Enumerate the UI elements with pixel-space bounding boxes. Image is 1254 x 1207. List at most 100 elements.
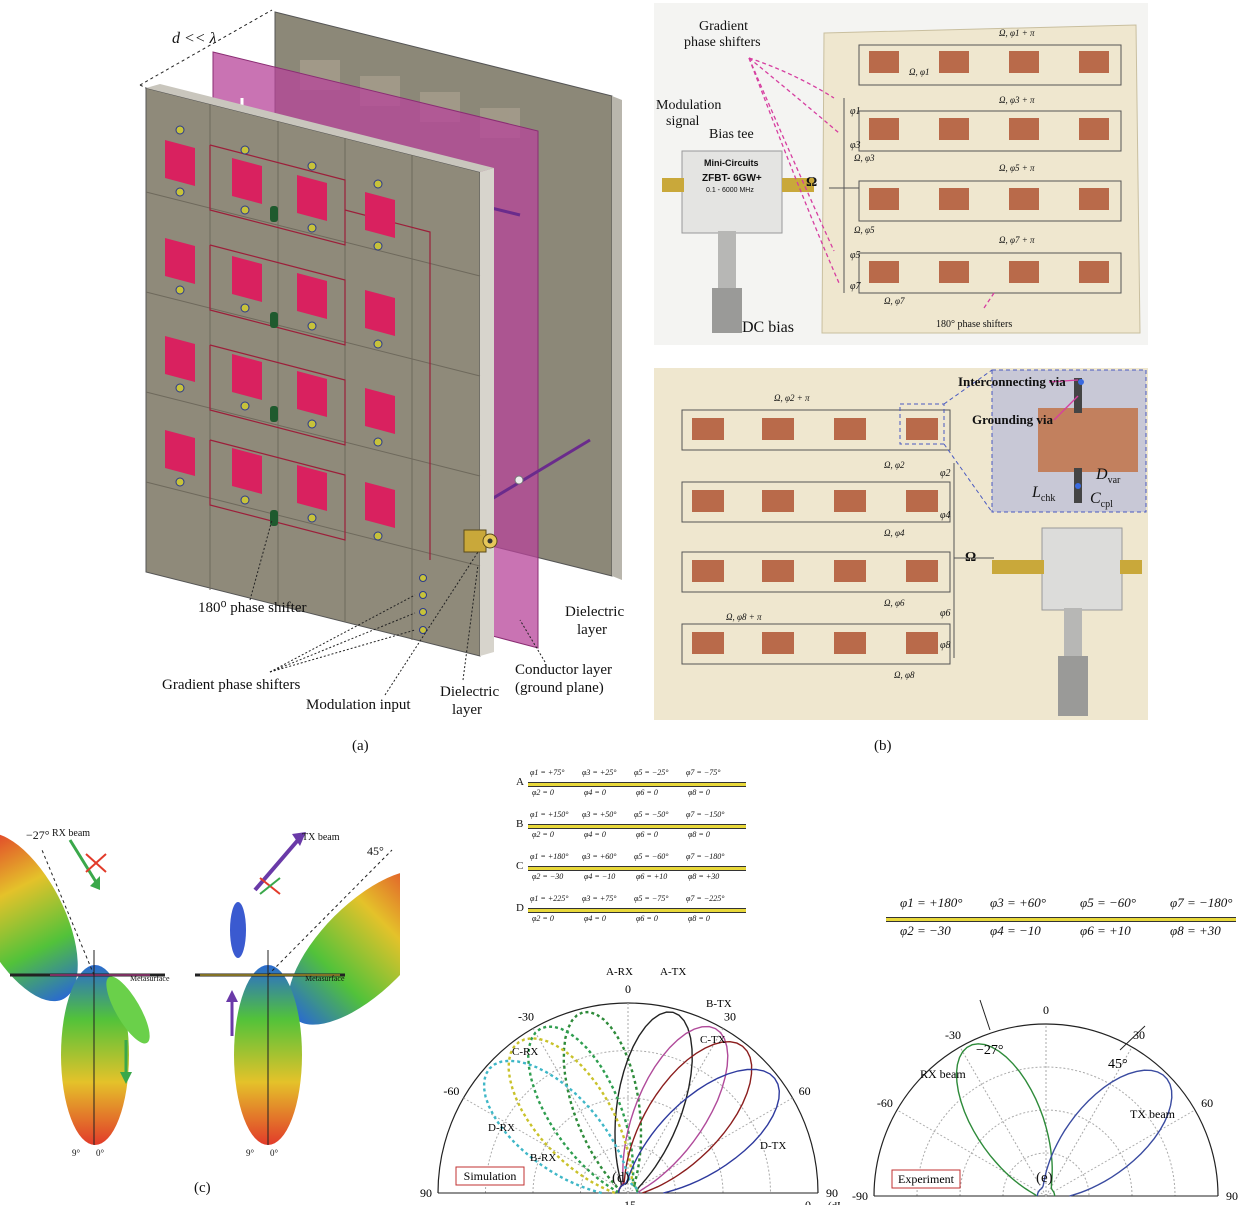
label-dielectric-1b: layer — [452, 702, 482, 718]
panel-b-bottom-figure — [654, 368, 1148, 720]
config-phase-top: φ5 = −75° — [634, 894, 669, 903]
polar-spoke — [959, 1046, 1047, 1197]
config-phase-top: φ7 = −225° — [686, 894, 725, 903]
bias-tee-box — [662, 150, 814, 333]
label-c-tick-1a: 9° — [72, 1148, 81, 1158]
polar-angle-label: -30 — [518, 1009, 534, 1023]
phase-b2-10: φ8 — [940, 640, 951, 651]
config-phase-bottom: φ2 = 0 — [532, 914, 554, 923]
config-phase-bottom: φ4 = 0 — [584, 914, 606, 923]
config-phase-top: φ5 = −25° — [634, 768, 669, 777]
panel-b-top-photo: Gradient phase shifters Modulation signa… — [654, 3, 1148, 345]
label-b-gradient-1: Gradient — [699, 19, 748, 34]
experiment-tx-pointer — [1119, 1025, 1146, 1051]
polar-spoke — [627, 1028, 724, 1194]
experiment-tx-label: TX beam — [1130, 1107, 1176, 1121]
caption-b: (b) — [874, 738, 892, 754]
front-board-top-edge — [146, 84, 494, 172]
polar-series-c-tx — [617, 1040, 753, 1194]
config-phase-top: φ3 = +50° — [582, 810, 617, 819]
caption-a: (a) — [352, 738, 369, 754]
label-c-tick-1b: 0° — [96, 1148, 105, 1158]
polar-angle-label: -60 — [877, 1096, 893, 1110]
experiment-phase-bottom: φ2 = −30 — [900, 923, 951, 938]
label-b-modulation-2: signal — [666, 114, 700, 129]
config-metasurface-bar — [528, 866, 746, 871]
experiment-phase-top: φ5 = −60° — [1080, 895, 1136, 910]
experiment-phase-top: φ1 = +180° — [900, 895, 963, 910]
pcb-board — [821, 24, 1141, 334]
label-ccpl: Ccpl — [1090, 490, 1113, 511]
polar-angle-label: 60 — [799, 1084, 811, 1098]
polar-outer-ring — [873, 1023, 1219, 1197]
polar-grid-ring — [959, 1109, 1133, 1197]
label-b-bias-tee: Bias tee — [709, 127, 754, 142]
label-c-metasurface-2: Metasurface — [305, 974, 345, 983]
config-phase-top: φ5 = −50° — [634, 810, 669, 819]
experiment-phase-top: φ3 = +60° — [990, 895, 1046, 910]
config-phase-bottom: φ8 = 0 — [688, 830, 710, 839]
polar-grid-ring — [580, 1145, 676, 1194]
caption-d: (d) — [612, 1170, 630, 1186]
panel-b-top-figure — [654, 3, 1148, 345]
panel-c-figure — [0, 832, 443, 1145]
caption-c: (c) — [194, 1180, 211, 1196]
config-metasurface-bar — [528, 782, 746, 787]
phase-b2-7: φ2 — [940, 468, 951, 479]
config-phase-top: φ1 = +150° — [530, 810, 569, 819]
config-phase-top: φ7 = −150° — [686, 810, 725, 819]
polar-spoke — [1045, 1046, 1133, 1197]
experiment-rx-pointer — [979, 999, 991, 1031]
phase-label-9: φ1 — [850, 106, 861, 117]
polar-series-b-rx — [526, 1025, 639, 1194]
polar-series-tx-beam — [1036, 1069, 1173, 1197]
rx-pattern — [0, 832, 165, 1145]
polar-series-d-tx — [617, 1068, 781, 1194]
polar-grid-ring — [532, 1097, 724, 1194]
config-phase-bottom: φ4 = −10 — [584, 872, 616, 881]
label-180-phase-shifter: 180⁰ phase shifter — [198, 600, 307, 616]
polar-angle-label: -30 — [945, 1028, 961, 1042]
config-phase-bottom: φ8 = 0 — [688, 788, 710, 797]
config-phase-bottom: φ6 = +10 — [636, 872, 668, 881]
config-phase-bottom: φ2 = −30 — [532, 872, 564, 881]
config-metasurface-bar — [528, 824, 746, 829]
label-conductor-b: (ground plane) — [515, 680, 604, 696]
phase-b2-8: φ4 — [940, 510, 951, 521]
polar-angle-label: 0 — [1043, 1003, 1049, 1017]
phase-b2-6: Ω, φ8 — [894, 670, 915, 680]
dimension-label: d << λ — [172, 30, 217, 47]
inset-arrows — [1048, 379, 1079, 421]
phase-label-11: φ5 — [850, 250, 861, 261]
patch-array — [165, 140, 395, 528]
phase-shifter-180-chips — [270, 206, 278, 526]
phase-label-1: Ω, φ1 + π — [999, 28, 1035, 38]
experiment-metasurface-bar — [886, 917, 1236, 922]
config-phase-bottom: φ2 = 0 — [532, 788, 554, 797]
sma-connector — [463, 529, 498, 553]
label-c-tx-angle: 45° — [367, 844, 384, 858]
polar-angle-label: 30 — [1133, 1028, 1145, 1042]
polar-legend-box — [455, 1166, 525, 1186]
config-phase-top: φ7 = −75° — [686, 768, 721, 777]
label-b-modulation-1: Modulation — [656, 98, 722, 113]
phase-label-12: φ7 — [850, 281, 861, 292]
label-c-rx-angle: −27° — [26, 828, 50, 842]
experiment-rx-label: RX beam — [920, 1067, 966, 1081]
polar-angle-label: 60 — [1201, 1096, 1213, 1110]
phase-label-5: Ω, φ5 + π — [999, 163, 1035, 173]
label-gradient-phase-shifters: Gradient phase shifters — [162, 677, 301, 693]
polar-grid-ring — [916, 1066, 1176, 1197]
phase-label-4: Ω, φ3 — [854, 153, 875, 163]
label-interconnecting-via: Interconnecting via — [958, 374, 1066, 389]
phase-b2-9: φ6 — [940, 608, 951, 619]
varactor-clusters — [175, 125, 427, 634]
polar-legend-box — [891, 1169, 961, 1189]
label-c-tick-2b: 0° — [270, 1148, 279, 1158]
experiment-phase-bottom: φ6 = +10 — [1080, 923, 1131, 938]
via-hole — [514, 475, 524, 485]
label-b-brand: Mini-Circuits — [704, 158, 759, 168]
config-phase-top: φ3 = +75° — [582, 894, 617, 903]
config-row-label: C — [516, 860, 524, 872]
